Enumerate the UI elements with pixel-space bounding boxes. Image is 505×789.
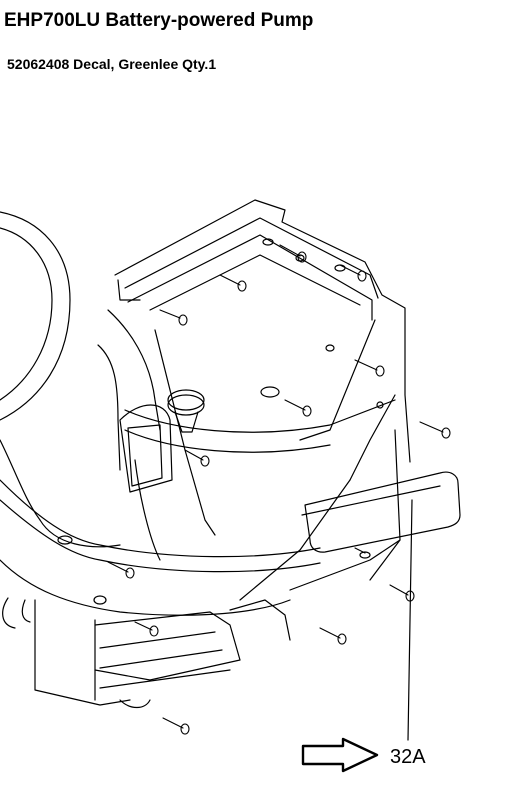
pump-base xyxy=(2,539,401,709)
leader-line xyxy=(407,499,413,741)
decal-32a xyxy=(301,471,461,553)
outline-arrow-right-icon xyxy=(301,737,379,773)
pump-body-left xyxy=(0,211,71,521)
callout-label: 32A xyxy=(390,746,426,768)
reservoir-cap xyxy=(167,389,205,433)
screw-set xyxy=(107,244,451,735)
page-title: EHP700LU Battery-powered Pump xyxy=(4,10,314,31)
part-description: 52062408 Decal, Greenlee Qty.1 xyxy=(7,56,217,72)
pump-housing xyxy=(0,199,411,616)
